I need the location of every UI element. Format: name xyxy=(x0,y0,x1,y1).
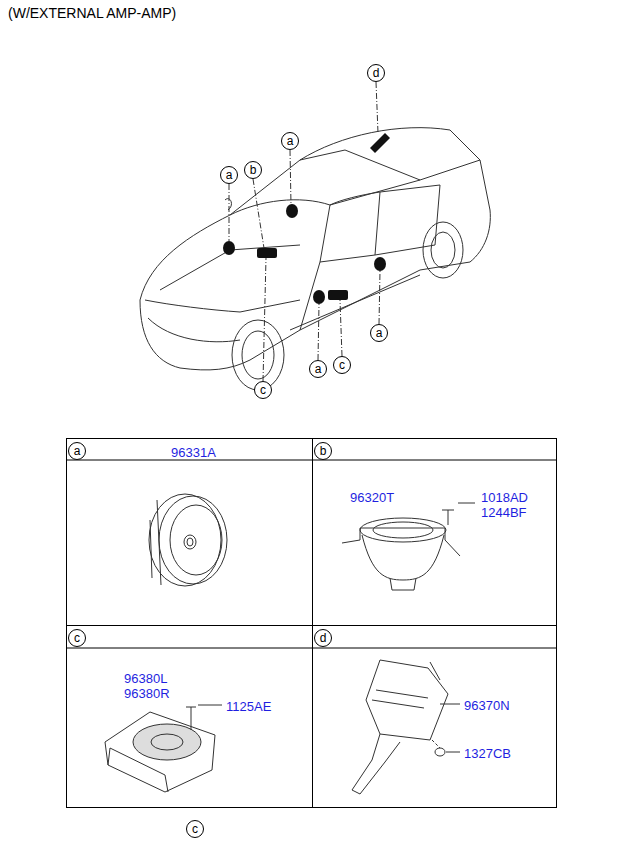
callout-letter: a xyxy=(370,324,388,342)
part-panel: b 96320T 1018AD1244BF xyxy=(312,438,557,626)
callout-letter: a xyxy=(309,360,327,378)
part-number: 96331A xyxy=(171,445,216,460)
part-panel: c 96380L96380R 1125AE xyxy=(66,625,313,808)
part-number: 1018AD xyxy=(481,490,528,505)
callout-letter: c xyxy=(254,381,272,399)
panel-letter: b xyxy=(314,442,332,460)
part-number: 1125AE xyxy=(226,699,271,714)
panel-letter: d xyxy=(314,629,332,647)
diagram-title: (W/EXTERNAL AMP-AMP) xyxy=(8,6,176,21)
part-number: 1327CB xyxy=(464,746,511,761)
part-number: 96370N xyxy=(464,698,510,713)
part-number: 96320T xyxy=(350,490,394,505)
callout-letter: a xyxy=(281,132,299,150)
part-number: 1244BF xyxy=(481,505,527,520)
panel-letter: a xyxy=(68,442,86,460)
callout-letter: c xyxy=(333,356,351,374)
part-number: 96380R xyxy=(124,686,170,701)
callout-letter: b xyxy=(244,161,262,179)
callout-letter: c xyxy=(186,820,204,838)
callout-letter: a xyxy=(220,166,238,184)
part-number: 96380L xyxy=(124,671,167,686)
part-panel: a 96331A xyxy=(66,438,313,626)
panel-letter: c xyxy=(68,629,86,647)
part-panel: d 96370N 1327CB xyxy=(312,625,557,808)
callout-letter: d xyxy=(367,64,385,82)
